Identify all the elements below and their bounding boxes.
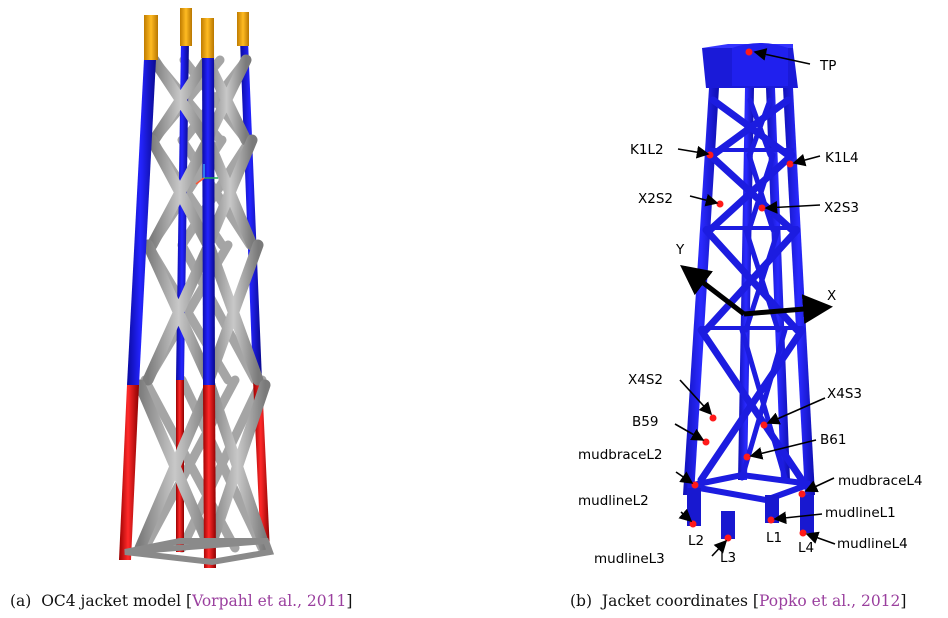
label-x4s3: X4S3 <box>827 386 862 402</box>
label-tp: TP <box>819 58 836 74</box>
label-x4s2: X4S2 <box>628 372 663 388</box>
caption-b: (b) Jacket coordinates [Popko et al., 20… <box>570 592 906 610</box>
label-x2s3: X2S3 <box>824 200 859 216</box>
label-l2: L2 <box>688 533 704 549</box>
label-mudlinel1: mudlineL1 <box>825 505 896 521</box>
jacket-mudbrace-frame <box>687 471 812 504</box>
axis-y-label: Y <box>675 242 685 258</box>
caption-b-text: Jacket coordinates [ <box>601 592 759 610</box>
caption-a-text: OC4 jacket model [ <box>41 592 193 610</box>
label-mudlinel4: mudlineL4 <box>837 536 908 552</box>
measurement-markers <box>689 48 807 542</box>
oc4-front-legs <box>119 40 216 568</box>
jacket-coordinates-render: Y X <box>578 43 923 567</box>
axis-x-label: X <box>827 288 836 304</box>
label-mudbracel4: mudbraceL4 <box>838 473 923 489</box>
jacket-braces <box>697 96 806 484</box>
oc4-mudline-frame <box>124 538 275 566</box>
jacket-transition-piece <box>702 43 798 88</box>
oc4-axis-marker <box>195 164 218 185</box>
global-axes <box>680 264 833 325</box>
caption-b-tag: (b) <box>570 592 593 610</box>
caption-a-citation[interactable]: Vorpahl et al., 2011 <box>192 592 347 610</box>
label-x2s2: X2S2 <box>638 191 673 207</box>
label-b61: B61 <box>820 432 846 448</box>
oc4-tp-caps <box>144 8 249 60</box>
leader-arrows <box>674 48 836 557</box>
caption-a-close: ] <box>346 592 353 610</box>
label-b59: B59 <box>632 414 658 430</box>
label-mudlinel2: mudlineL2 <box>578 493 649 509</box>
label-mudbracel2: mudbraceL2 <box>578 447 663 463</box>
label-k1l4: K1L4 <box>825 150 859 166</box>
label-mudlinel3: mudlineL3 <box>594 551 665 567</box>
caption-b-close: ] <box>900 592 907 610</box>
label-l4: L4 <box>798 540 814 556</box>
label-l3: L3 <box>720 550 736 566</box>
oc4-jacket-render <box>119 8 275 568</box>
caption-a: (a) OC4 jacket model [Vorpahl et al., 20… <box>10 592 352 610</box>
label-l1: L1 <box>766 530 782 546</box>
caption-b-citation[interactable]: Popko et al., 2012 <box>758 592 901 610</box>
caption-a-tag: (a) <box>10 592 32 610</box>
panel-jacket-coordinates: Y X <box>470 0 948 618</box>
panel-oc4-jacket-model: (a) OC4 jacket model [Vorpahl et al., 20… <box>0 0 470 618</box>
label-k1l2: K1L2 <box>630 142 664 158</box>
